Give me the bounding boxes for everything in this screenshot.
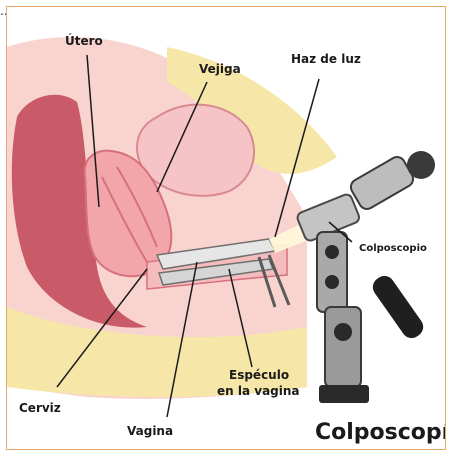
label-haz-de-luz: Haz de luz [291,52,361,66]
label-colposcopio: Colposcopio [359,243,427,254]
colposcope-stand [325,307,361,387]
colposcopy-illustration: Útero Vejiga Haz de luz Colposcopio Cerv… [7,7,445,449]
label-cerviz: Cerviz [19,401,61,415]
colposcope-knob-1 [325,245,339,259]
colposcope-handle [369,272,427,342]
label-vagina: Vagina [127,424,173,438]
label-especulo-line2: en la vagina [217,384,300,398]
colposcope-eyepiece [348,154,416,212]
illustration-canvas: Útero Vejiga Haz de luz Colposcopio Cerv… [6,6,446,450]
label-especulo-line1: Espéculo [229,368,289,382]
colposcope-lens [407,151,435,179]
colposcope-knob-2 [325,275,339,289]
label-vejiga: Vejiga [199,62,241,76]
colposcope-arm [317,232,347,312]
diagram-title: Colposcopía [315,420,445,445]
colposcope-knob-3 [334,323,352,341]
colposcope-base [319,385,369,403]
anatomy-section [7,37,337,399]
label-utero: Útero [65,33,103,48]
